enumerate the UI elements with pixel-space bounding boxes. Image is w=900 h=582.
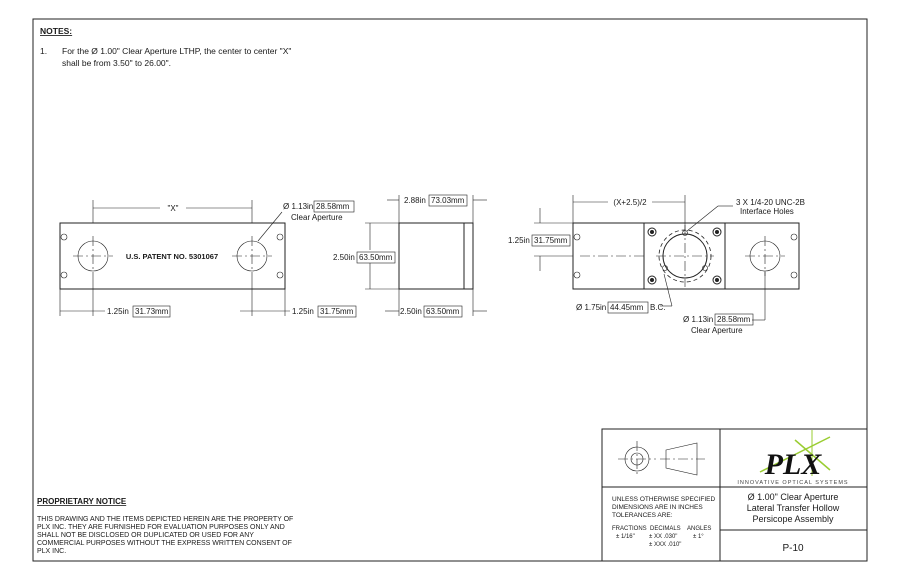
proprietary-heading: PROPRIETARY NOTICE (37, 497, 127, 506)
side-bottom-dim: 2.50in (400, 307, 422, 316)
tolerance-line: UNLESS OTHERWISE SPECIFIED (612, 496, 715, 503)
projection-symbol (618, 441, 705, 477)
drawing-title-line: Ø 1.00" Clear Aperture (748, 492, 839, 502)
flange-screw (647, 275, 657, 285)
front-aperture-dim-mm: 28.58mm (316, 202, 350, 211)
interface-holes-label-2: Interface Holes (740, 207, 794, 216)
front-view: U.S. PATENT NO. 5301067 "X" Ø 1.13in 28.… (59, 200, 357, 318)
front-aperture-dim: Ø 1.13in (283, 202, 313, 211)
logo-tagline: INNOVATIVE OPTICAL SYSTEMS (737, 480, 848, 486)
bc-suffix: B.C. (650, 303, 666, 312)
front-left-dim-mm: 31.73mm (135, 307, 169, 316)
front-hole (60, 233, 68, 241)
proprietary-line: SHALL NOT BE DISCLOSED OR DUPLICATED OR … (37, 532, 254, 539)
decimals-head: DECIMALS (650, 526, 681, 532)
back-height-dim: 1.25in (508, 236, 530, 245)
bc-dim: Ø 1.75in (576, 303, 606, 312)
back-aperture-label: Clear Aperture (691, 326, 743, 335)
flange-screw (712, 275, 722, 285)
drawing-title-line: Lateral Transfer Hollow (747, 503, 840, 513)
front-right-dim-mm: 31.75mm (320, 307, 354, 316)
side-height-dim-mm: 63.50mm (359, 253, 393, 262)
note-line-2: shall be from 3.50" to 26.00". (62, 58, 171, 68)
drawing-number: P-10 (782, 543, 804, 554)
proprietary-line: THIS DRAWING AND THE ITEMS DEPICTED HERE… (37, 516, 293, 523)
side-width-dim: 2.88in (404, 196, 426, 205)
front-hole (276, 233, 284, 241)
decimals-val-2: ± XXX .010" (649, 542, 681, 548)
side-width-dim-mm: 73.03mm (431, 196, 465, 205)
x-dimension: "X" (167, 204, 178, 213)
front-aperture-label: Clear Aperture (291, 213, 343, 222)
back-aperture-dim: Ø 1.13in (683, 315, 713, 324)
logo-text: PLX (764, 448, 823, 481)
notes-heading: NOTES: (40, 26, 72, 36)
side-height-dim: 2.50in (333, 253, 355, 262)
interface-hole (702, 265, 708, 271)
back-view: (X+2.5)/2 3 X 1/4-20 UNC-2B Interface Ho… (508, 195, 805, 335)
front-hole (60, 271, 68, 279)
flange-screw (647, 227, 657, 237)
angles-val: ± 1° (693, 534, 704, 540)
back-height-dim-mm: 31.75mm (534, 236, 568, 245)
back-aperture-dim-mm: 28.58mm (717, 315, 751, 324)
side-body (398, 222, 474, 290)
title-block: PLX INNOVATIVE OPTICAL SYSTEMS UNLESS OT… (601, 428, 868, 562)
front-body (59, 222, 286, 290)
note-line-1: For the Ø 1.00" Clear Aperture LTHP, the… (62, 46, 291, 56)
decimals-val-1: ± XX .030" (649, 534, 677, 540)
front-right-dim: 1.25in (292, 307, 314, 316)
plx-logo: PLX INNOVATIVE OPTICAL SYSTEMS (737, 430, 848, 486)
sheet-border (32, 18, 868, 562)
side-view: 2.88in 73.03mm 2.50in 63.50mm 2.50in 63.… (333, 194, 487, 318)
patent-label: U.S. PATENT NO. 5301067 (126, 252, 218, 261)
tolerance-line: TOLERANCES ARE: (612, 512, 673, 519)
x-formula-dim: (X+2.5)/2 (613, 198, 647, 207)
proprietary-line: PLX INC. (37, 548, 66, 555)
drawing-title-line: Persicope Assembly (752, 514, 834, 524)
proprietary-line: COMMERCIAL PURPOSES WITHOUT THE EXPRESS … (37, 540, 292, 547)
tolerance-line: DIMENSIONS ARE IN INCHES (612, 504, 703, 511)
front-hole (276, 271, 284, 279)
flange-screw (712, 227, 722, 237)
proprietary-line: PLX INC. THEY ARE FURNISHED FOR EVALUATI… (37, 524, 285, 531)
fractions-val: ± 1/16" (616, 534, 635, 540)
interface-holes-label-1: 3 X 1/4-20 UNC-2B (736, 198, 805, 207)
bc-dim-mm: 44.45mm (610, 303, 644, 312)
side-bottom-dim-mm: 63.50mm (426, 307, 460, 316)
note-number: 1. (40, 46, 47, 56)
interface-hole (662, 265, 668, 271)
front-left-dim: 1.25in (107, 307, 129, 316)
fractions-head: FRACTIONS (612, 526, 647, 532)
angles-head: ANGLES (687, 526, 711, 532)
